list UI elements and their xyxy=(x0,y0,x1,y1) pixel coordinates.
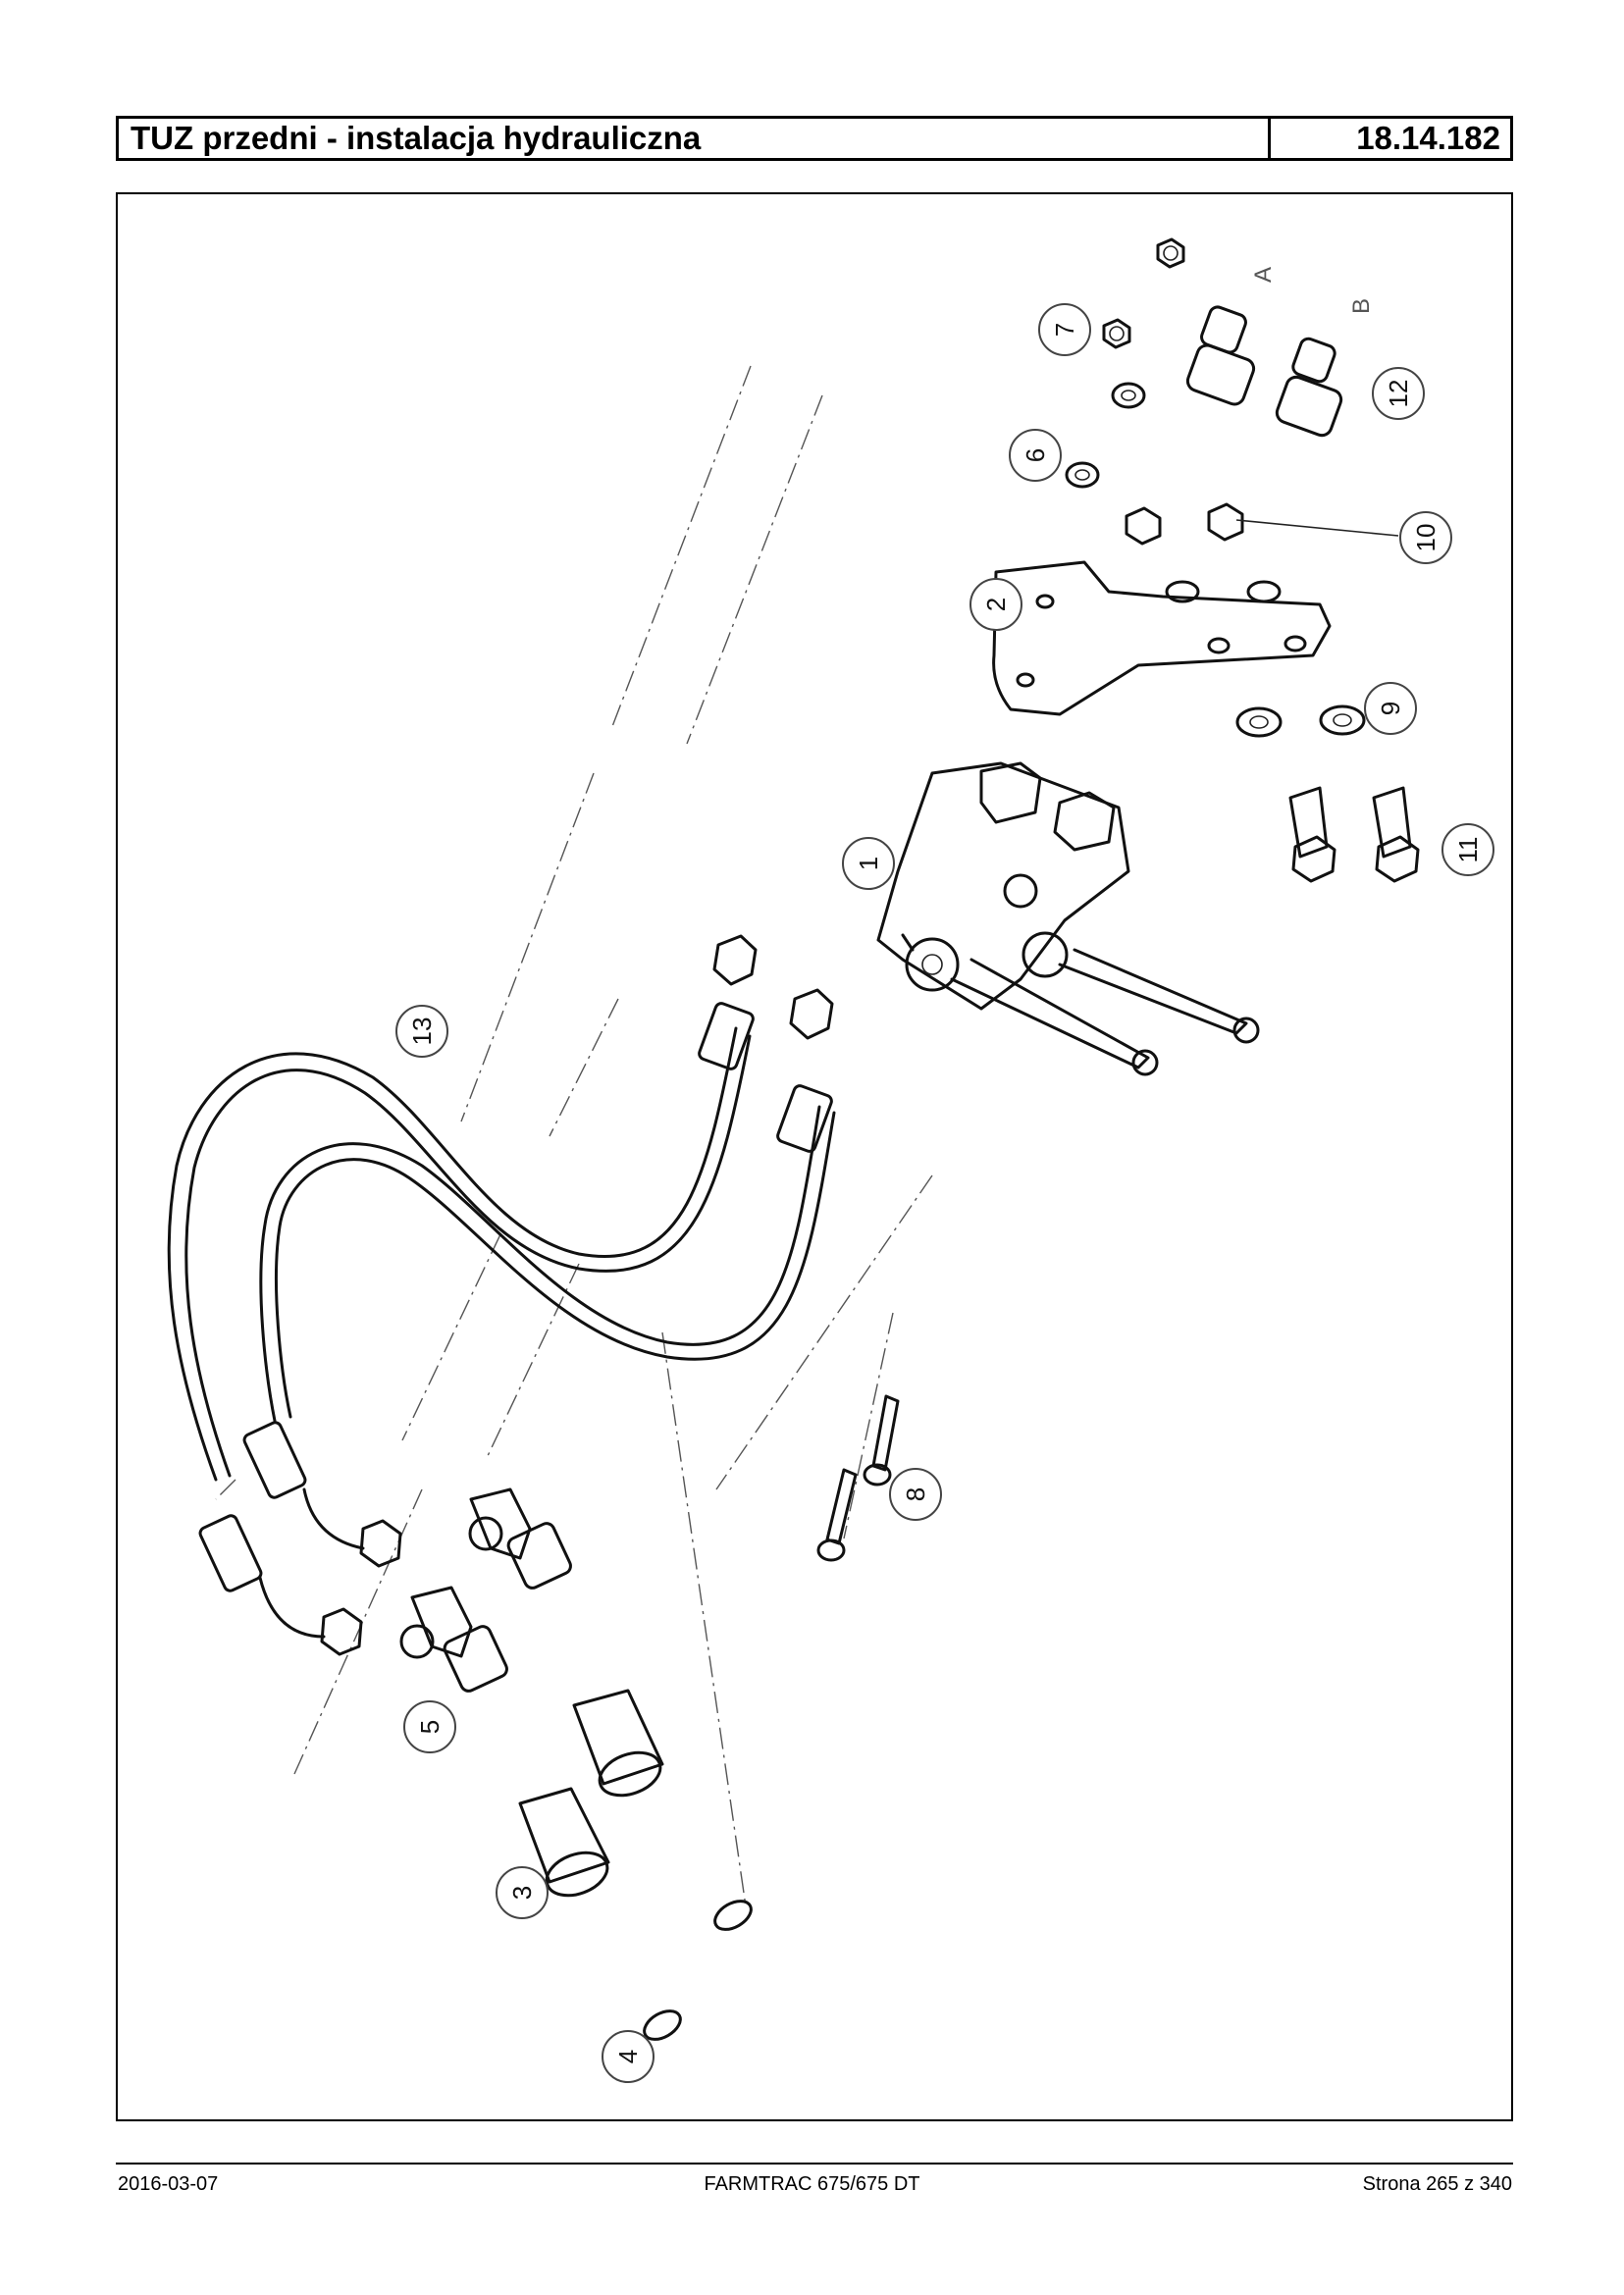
svg-text:2: 2 xyxy=(981,598,1011,611)
part-screw-8 xyxy=(816,1394,900,1562)
part-tee-5 xyxy=(399,1487,572,1693)
callout-6: 6 xyxy=(1009,429,1062,482)
callout-2: 2 xyxy=(969,578,1022,631)
footer-divider xyxy=(116,2163,1513,2165)
part-washer-9 xyxy=(1235,704,1366,738)
svg-text:4: 4 xyxy=(613,2050,643,2063)
section-code: 18.14.182 xyxy=(1356,120,1500,156)
svg-text:3: 3 xyxy=(507,1886,537,1900)
port-label-a: A xyxy=(1250,267,1277,283)
svg-text:11: 11 xyxy=(1453,837,1483,863)
callout-9: 9 xyxy=(1364,682,1417,735)
center-lines xyxy=(215,365,933,1907)
callout-4: 4 xyxy=(602,2030,655,2083)
part-nut-10 xyxy=(1125,502,1399,546)
footer-date: 2016-03-07 xyxy=(118,2173,219,2195)
part-hoses-13 xyxy=(167,934,836,1656)
callout-5: 5 xyxy=(403,1700,456,1753)
callout-10: 10 xyxy=(1399,511,1452,564)
part-plug-3 xyxy=(518,1689,664,1898)
footer-page-number: Strona 265 z 340 xyxy=(1362,2173,1512,2195)
port-label-b: B xyxy=(1348,298,1375,314)
page-title: TUZ przedni - instalacja hydrauliczna xyxy=(119,119,1271,158)
exploded-parts-diagram: A B xyxy=(116,192,1513,2121)
svg-text:7: 7 xyxy=(1050,323,1079,337)
svg-text:5: 5 xyxy=(415,1720,445,1734)
svg-text:13: 13 xyxy=(407,1017,437,1046)
svg-text:9: 9 xyxy=(1376,702,1405,715)
svg-text:8: 8 xyxy=(901,1487,930,1501)
svg-text:1: 1 xyxy=(854,857,883,870)
callout-11: 11 xyxy=(1441,823,1494,876)
callout-1: 1 xyxy=(842,837,895,890)
callout-12: 12 xyxy=(1372,367,1425,420)
svg-text:6: 6 xyxy=(1021,448,1050,462)
callout-7: 7 xyxy=(1038,303,1091,356)
part-bracket-2 xyxy=(992,560,1332,716)
part-washer-6 xyxy=(1065,382,1146,489)
callout-8: 8 xyxy=(889,1468,942,1521)
part-nut-7 xyxy=(1102,237,1185,349)
footer-model: FARMTRAC 675/675 DT xyxy=(704,2173,920,2195)
page-header: TUZ przedni - instalacja hydrauliczna 18… xyxy=(116,116,1513,161)
callout-3: 3 xyxy=(496,1866,549,1919)
svg-text:12: 12 xyxy=(1384,380,1413,408)
svg-text:10: 10 xyxy=(1411,524,1441,552)
part-fitting-12 xyxy=(1185,305,1343,438)
part-control-valve-1 xyxy=(876,761,1260,1076)
part-oring-4 xyxy=(643,1900,753,2041)
diagram-drawing: A B xyxy=(167,237,1494,2083)
callout-13: 13 xyxy=(395,1005,448,1058)
part-bolt-11 xyxy=(1288,786,1420,883)
